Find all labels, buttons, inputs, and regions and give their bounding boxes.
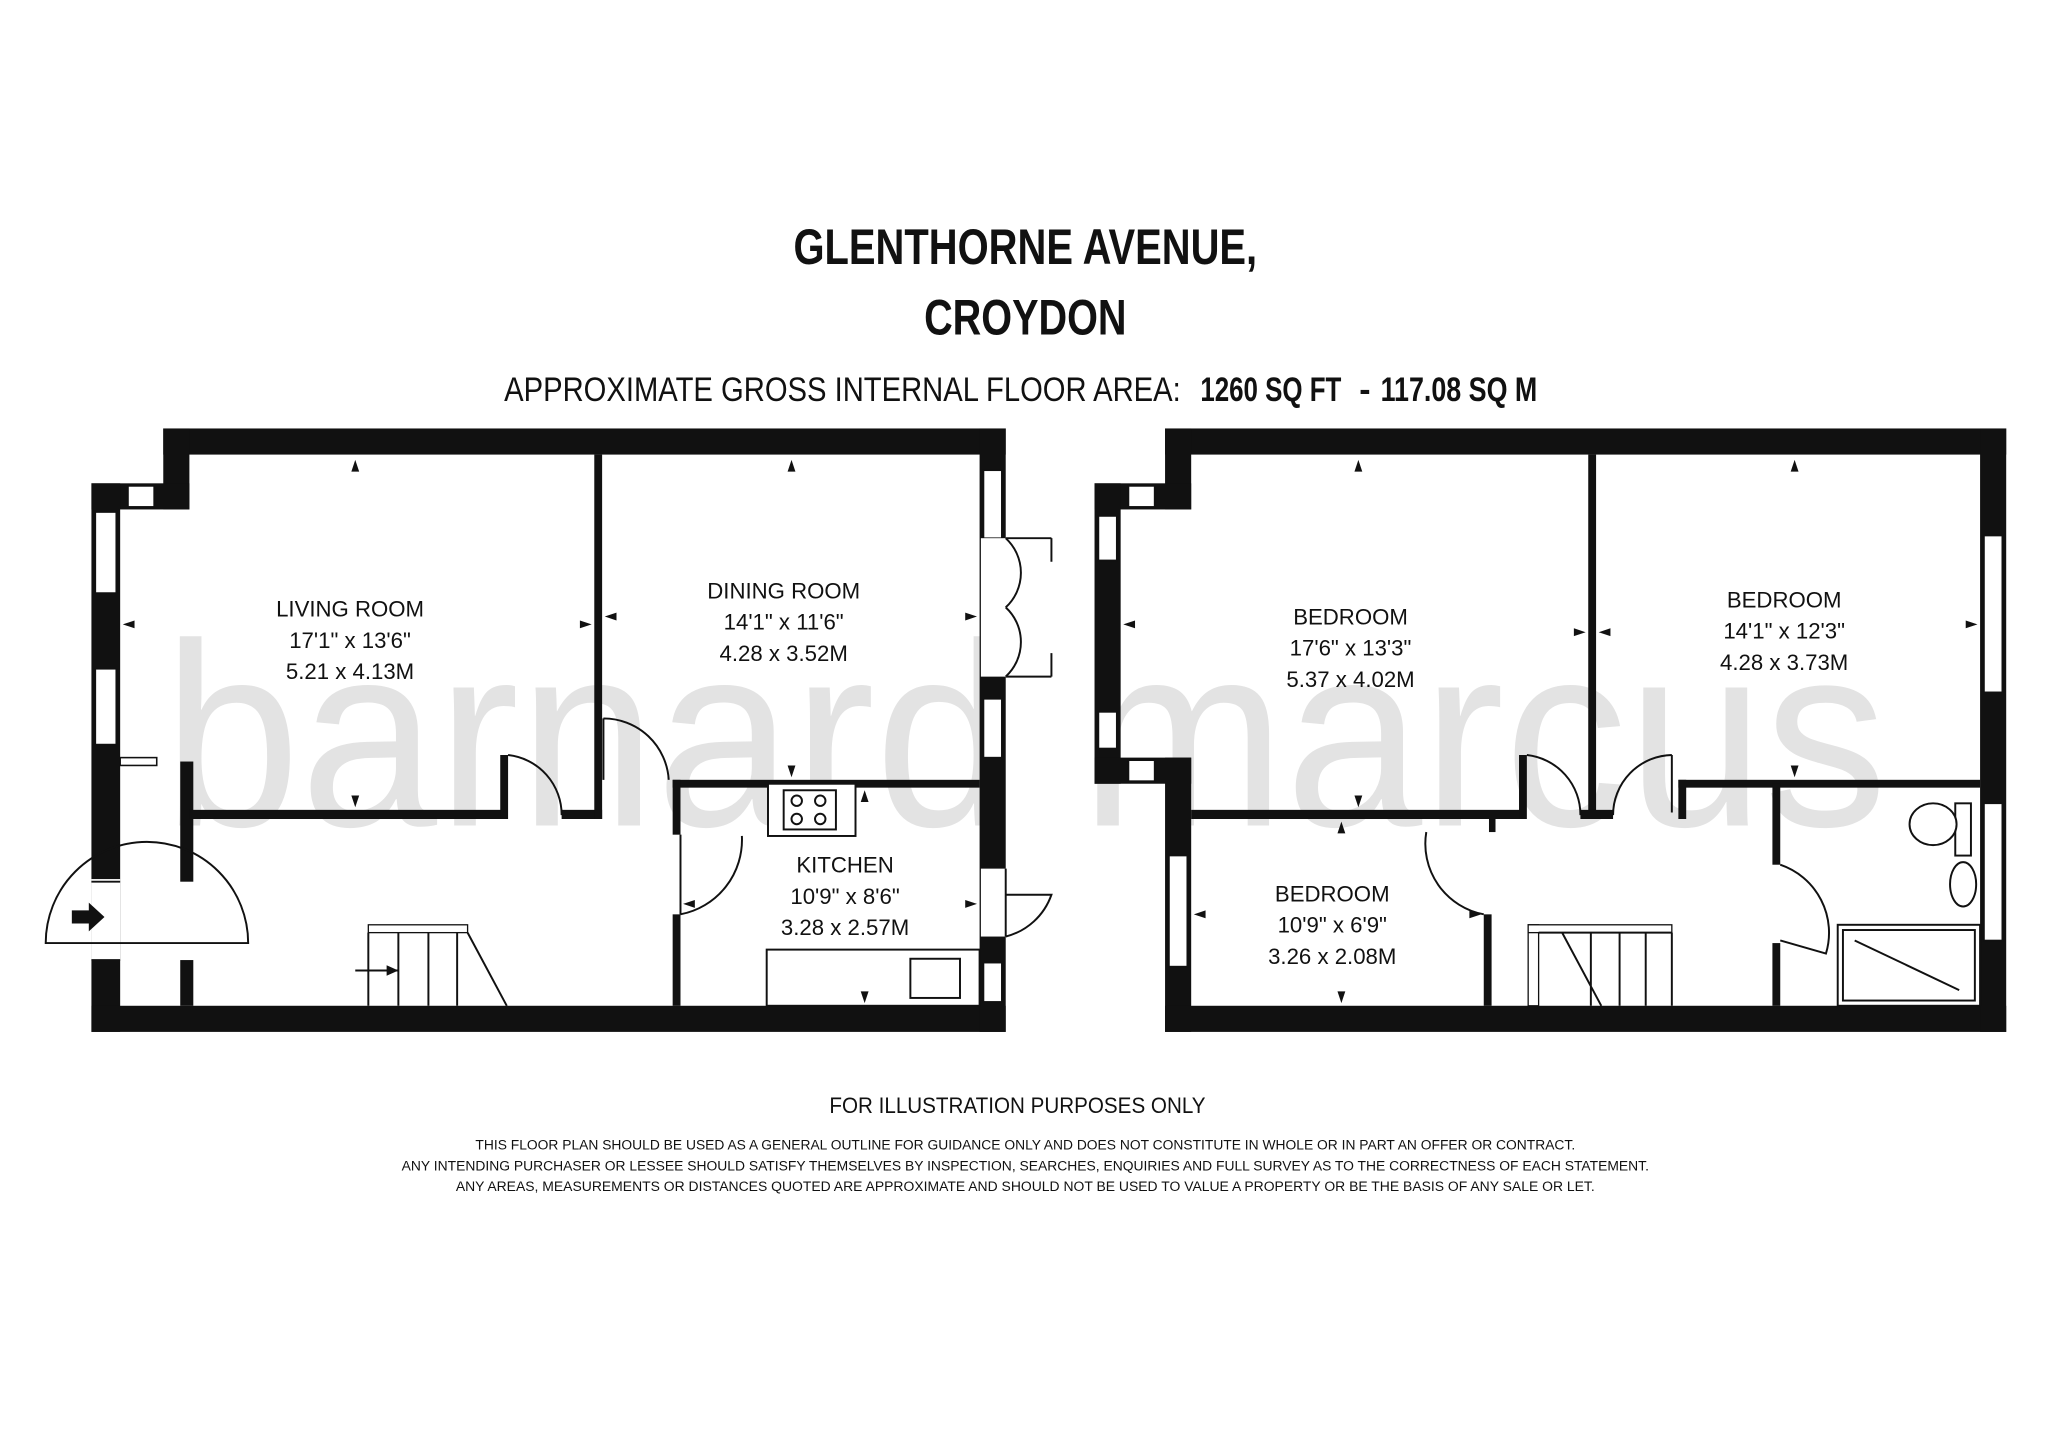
room-kitchen: KITCHEN 10'9" x 8'6" 3.28 x 2.57M — [781, 853, 909, 941]
first-floor-plan: BEDROOM 17'6" x 13'3" 5.37 x 4.02M BEDRO… — [1094, 428, 2007, 1032]
disclaimer-line: THIS FLOOR PLAN SHOULD BE USED AS A GENE… — [475, 1137, 1575, 1152]
floor-area-sep: - — [1359, 371, 1370, 409]
room-bedroom-2: BEDROOM 14'1" x 12'3" 4.28 x 3.73M — [1720, 587, 1848, 675]
room-living-room: LIVING ROOM 17'1" x 13'6" 5.21 x 4.13M — [276, 597, 424, 685]
doors — [1424, 754, 1831, 955]
sink-icon — [909, 957, 961, 999]
room-size-imperial: 14'1" x 11'6" — [724, 610, 844, 635]
room-size-metric: 3.26 x 2.08M — [1268, 944, 1396, 969]
ground-floor-plan: LIVING ROOM 17'1" x 13'6" 5.21 x 4.13M D… — [44, 428, 1053, 1032]
floor-area-label: APPROXIMATE GROSS INTERNAL FLOOR AREA: — [504, 371, 1181, 409]
disclaimer-line: ANY INTENDING PURCHASER OR LESSEE SHOULD… — [402, 1158, 1649, 1173]
room-size-metric: 3.28 x 2.57M — [781, 915, 909, 940]
room-name: BEDROOM — [1727, 587, 1842, 612]
room-size-imperial: 10'9" x 8'6" — [790, 884, 899, 909]
room-name: DINING ROOM — [707, 578, 860, 603]
page-title-line1: GLENTHORNE AVENUE, — [793, 219, 1257, 275]
disclaimer-line: ANY AREAS, MEASUREMENTS OR DISTANCES QUO… — [456, 1179, 1595, 1194]
room-size-imperial: 17'6" x 13'3" — [1290, 636, 1412, 661]
room-size-imperial: 17'1" x 13'6" — [289, 628, 411, 653]
doors — [44, 537, 1053, 962]
room-size-metric: 4.28 x 3.73M — [1720, 650, 1848, 675]
room-name: BEDROOM — [1275, 881, 1390, 906]
windows — [94, 469, 1003, 1003]
dimension-markers — [122, 459, 977, 1004]
room-size-imperial: 10'9" x 6'9" — [1278, 913, 1387, 938]
room-size-metric: 5.37 x 4.02M — [1286, 667, 1414, 692]
basin-icon — [1949, 861, 1978, 908]
stairs — [1527, 924, 1673, 1007]
room-size-imperial: 14'1" x 12'3" — [1723, 619, 1845, 644]
room-size-metric: 4.28 x 3.52M — [720, 641, 848, 666]
floor-area-sqft: 1260 SQ FT — [1200, 371, 1341, 409]
room-name: KITCHEN — [796, 853, 893, 878]
floor-area-sqm: 117.08 SQ M — [1381, 371, 1538, 409]
floor-area: APPROXIMATE GROSS INTERNAL FLOOR AREA: 1… — [504, 371, 1537, 409]
stairs — [355, 924, 508, 1007]
room-size-metric: 5.21 x 4.13M — [286, 659, 414, 684]
page-title-line2: CROYDON — [924, 289, 1126, 345]
room-bedroom-1: BEDROOM 17'6" x 13'3" 5.37 x 4.02M — [1286, 604, 1414, 692]
watermark: barnard marcus — [163, 591, 1887, 882]
room-dining-room: DINING ROOM 14'1" x 11'6" 4.28 x 3.52M — [707, 578, 860, 666]
stairs-arrow-icon — [386, 965, 399, 976]
kitchen-fixtures — [765, 782, 981, 1007]
bathroom-fixtures — [1836, 802, 1982, 1007]
room-name: LIVING ROOM — [276, 597, 424, 622]
toilet-icon — [1908, 802, 1958, 847]
hob-icon — [782, 789, 837, 831]
illustration-notice: FOR ILLUSTRATION PURPOSES ONLY — [829, 1093, 1205, 1118]
entrance-door-arc — [44, 840, 250, 945]
dimension-markers — [1123, 459, 1978, 1004]
room-bedroom-3: BEDROOM 10'9" x 6'9" 3.26 x 2.08M — [1268, 881, 1396, 969]
room-name: BEDROOM — [1293, 604, 1408, 629]
windows — [1097, 485, 2004, 968]
entrance-arrow-icon — [71, 902, 105, 932]
